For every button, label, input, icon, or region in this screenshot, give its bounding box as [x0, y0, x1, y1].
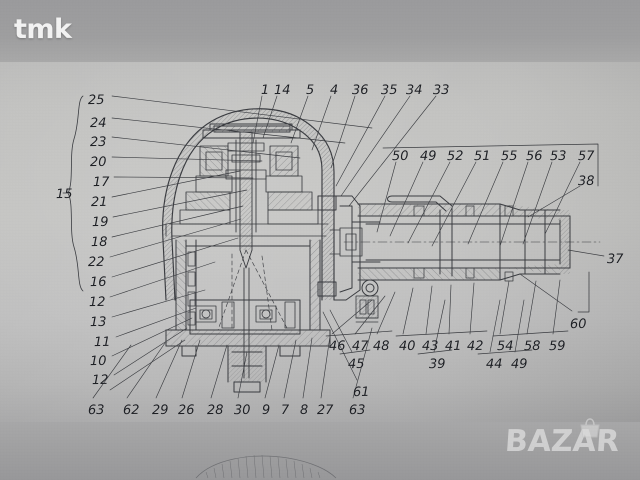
- callout-left-16-9: 16: [89, 274, 107, 291]
- callout-right-50-0: 50: [391, 148, 409, 165]
- callout-top-35-5: 35: [380, 82, 398, 99]
- callout-bottom-30-5: 30: [233, 402, 251, 419]
- callout-bottom-right-1-40-3: 40: [398, 338, 416, 355]
- callout-left-25-0: 25: [87, 92, 105, 109]
- callout-left-24-1: 24: [89, 115, 107, 132]
- callout-bottom-right-1-46-0: 46: [328, 338, 346, 355]
- callout-right-52-2: 52: [446, 148, 464, 165]
- callout-bottom-right-1-54-7: 54: [496, 338, 514, 355]
- partial-figure-below: [195, 454, 337, 479]
- callout-bottom-7-7: 7: [280, 402, 290, 419]
- callout-right-57-7: 57: [577, 148, 595, 165]
- right-lower-bracket: [577, 271, 590, 313]
- callout-top-14-1: 14: [273, 82, 291, 99]
- leader-lines-bottom: [92, 327, 373, 399]
- callout-bottom-right-2-39-1: 39: [428, 356, 446, 373]
- bottom-right-group-brackets: [325, 330, 569, 355]
- callout-bottom-right-1-48-2: 48: [372, 338, 390, 355]
- knuckle-joint: [317, 195, 381, 301]
- callout-bottom-8-8: 8: [299, 402, 309, 419]
- callout-right-side-60-2: 60: [569, 316, 587, 333]
- shopping-bag-icon: [580, 418, 600, 438]
- callout-right-53-6: 53: [549, 148, 567, 165]
- swash-cone-dashed: [217, 249, 289, 331]
- callout-lower-61-0: 61: [352, 384, 370, 401]
- callout-right-56-5: 56: [525, 148, 543, 165]
- arm-seals: [413, 205, 514, 282]
- callout-left-12-14: 12: [91, 372, 109, 389]
- bazar-watermark: BAZAR: [503, 424, 621, 459]
- callout-right-55-4: 55: [500, 148, 518, 165]
- callout-right-side-37-1: 37: [606, 251, 624, 268]
- callout-left-20-3: 20: [89, 154, 107, 171]
- callout-left-22-8: 22: [87, 254, 105, 271]
- callout-left-19-6: 19: [91, 214, 109, 231]
- callout-bottom-right-2-49-3: 49: [510, 356, 528, 373]
- callout-bottom-62-1: 62: [122, 402, 140, 419]
- callout-left-17-4: 17: [92, 174, 110, 191]
- callout-bottom-26-3: 26: [177, 402, 195, 419]
- callout-bottom-right-1-58-8: 58: [523, 338, 541, 355]
- callout-left-23-2: 23: [89, 134, 107, 151]
- callout-top-34-6: 34: [405, 82, 423, 99]
- left-bracket: [62, 95, 84, 292]
- callout-left-12-10: 12: [88, 294, 106, 311]
- callout-left-13-11: 13: [89, 314, 107, 331]
- callout-top-4-3: 4: [329, 82, 339, 99]
- shaft-flange: [225, 142, 267, 180]
- callout-top-1-0: 1: [260, 82, 270, 99]
- tmk-watermark: tmk: [14, 14, 72, 45]
- callout-bottom-63-0: 63: [87, 402, 105, 419]
- callout-top-36-4: 36: [351, 82, 369, 99]
- callout-bracket-15: 15: [55, 186, 73, 203]
- callout-bottom-63-10: 63: [348, 402, 366, 419]
- callout-top-33-7: 33: [432, 82, 450, 99]
- page-bottom-shadow-band: [0, 422, 640, 480]
- callout-bottom-right-1-47-1: 47: [351, 338, 369, 355]
- callout-right-side-38-0: 38: [577, 173, 595, 190]
- callout-bottom-28-4: 28: [206, 402, 224, 419]
- callout-left-21-5: 21: [90, 194, 108, 211]
- callout-bottom-right-1-41-5: 41: [444, 338, 462, 355]
- callout-left-18-7: 18: [90, 234, 108, 251]
- control-lever: [387, 195, 453, 212]
- callout-bottom-right-2-44-2: 44: [485, 356, 503, 373]
- callout-left-10-13: 10: [89, 353, 107, 370]
- callout-bottom-right-1-42-6: 42: [466, 338, 484, 355]
- callout-bottom-9-6: 9: [261, 402, 271, 419]
- barrel-internal-slots: [187, 251, 196, 326]
- right-bracket: [382, 143, 599, 187]
- page-top-shadow-band: [0, 0, 640, 62]
- callout-right-51-3: 51: [473, 148, 491, 165]
- arm-connection-block: [329, 227, 363, 257]
- callout-bottom-right-2-45-0: 45: [347, 356, 365, 373]
- callout-top-5-2: 5: [305, 82, 315, 99]
- callout-bottom-right-1-59-9: 59: [548, 338, 566, 355]
- lower-bearing-detail: [195, 301, 296, 329]
- callout-bottom-29-2: 29: [151, 402, 169, 419]
- leader-lines-bottom-right: [322, 279, 561, 381]
- callout-right-49-1: 49: [419, 148, 437, 165]
- callout-bottom-27-9: 27: [316, 402, 334, 419]
- callout-left-11-12: 11: [93, 334, 111, 351]
- callout-bottom-right-1-43-4: 43: [421, 338, 439, 355]
